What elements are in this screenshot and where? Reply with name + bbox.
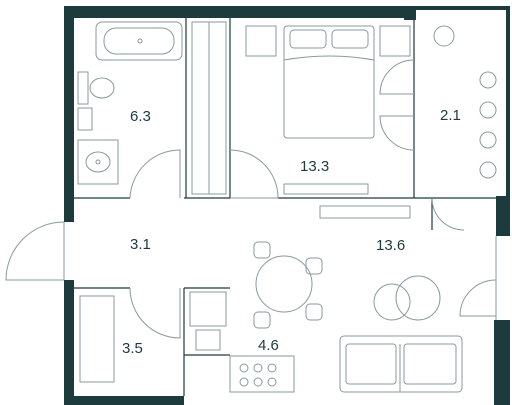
coffee-table-icon: [373, 275, 441, 321]
dining-table-icon: [253, 241, 323, 329]
stove-icon: [229, 355, 295, 393]
room-label-hall: 3.1: [130, 236, 151, 253]
bed-icon: [283, 25, 375, 139]
outer-walls: [64, 6, 510, 405]
room-label-kitchen: 4.6: [258, 337, 279, 354]
room-label-balcony: 2.1: [440, 107, 461, 124]
desk-icon: [283, 183, 369, 195]
bathtub-icon: [95, 21, 183, 61]
fridge-icon: [189, 291, 227, 327]
tv-stand-icon: [319, 205, 411, 219]
room-label-bedroom: 13.3: [300, 158, 329, 175]
sofa-icon: [339, 335, 463, 393]
nightstand-icon: [245, 25, 411, 57]
washer-icon: [77, 107, 93, 131]
wc-shelving-icon: [79, 295, 115, 383]
kitchen-sink-icon: [195, 329, 221, 351]
doors: [5, 59, 497, 339]
wardrobe-icon: [191, 21, 227, 195]
toilet-icon: [77, 71, 115, 105]
room-label-wc: 3.5: [122, 340, 143, 357]
balcony-plants-icon: [433, 25, 497, 179]
room-label-bathroom: 6.3: [130, 108, 151, 125]
inner-walls: [74, 18, 496, 396]
sink-icon: [77, 139, 119, 185]
room-label-living: 13.6: [376, 237, 405, 254]
